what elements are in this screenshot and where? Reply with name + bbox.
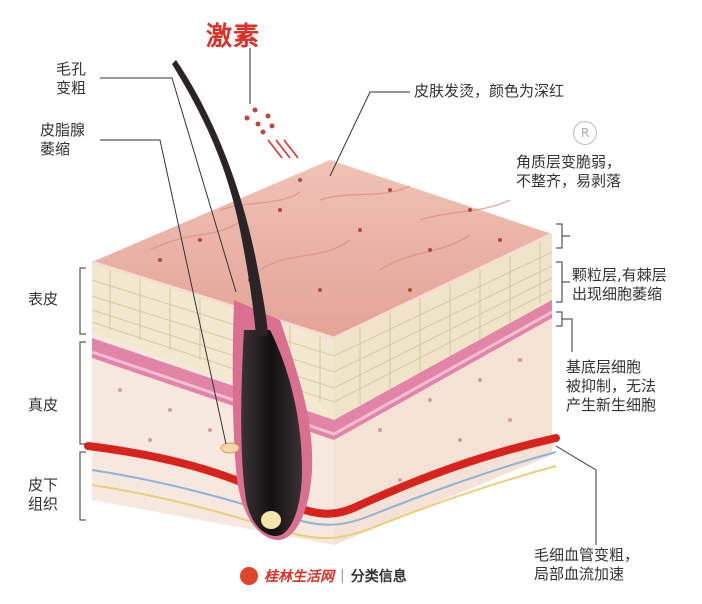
label-capillary: 毛细血管变粗， 局部血流加速 <box>534 546 640 583</box>
hair-bulb <box>241 330 302 536</box>
dermal-papilla <box>261 511 281 529</box>
label-sebaceous: 皮脂腺 萎缩 <box>40 121 86 158</box>
hair-shaft <box>172 60 268 336</box>
label-skin-hot: 皮肤发烫，颜色为深红 <box>414 82 565 100</box>
blood-vessel <box>84 434 560 518</box>
label-pore: 毛孔 变粗 <box>56 60 87 97</box>
label-granular: 颗粒层,有棘层 出现细胞萎缩 <box>572 266 667 303</box>
hormone-title: 激素 <box>206 22 261 52</box>
basal-band <box>92 300 552 440</box>
registered-mark: R <box>573 121 597 145</box>
watermark-category: 分类信息 <box>350 569 407 585</box>
sebaceous-gland <box>220 442 240 454</box>
label-epidermis: 表皮 <box>28 290 59 308</box>
label-stratum-corneum: 角质层变脆弱， 不整齐，易剥落 <box>516 153 622 190</box>
skin-surface <box>92 160 552 338</box>
watermark-site: 桂林生活网 <box>264 569 334 585</box>
label-subcutaneous: 皮下 组织 <box>28 476 59 513</box>
watermark-bar: 桂林生活网 | 分类信息 <box>240 563 407 589</box>
site-logo-icon <box>240 567 258 585</box>
label-basal: 基底层细胞 被抑制，无法 产生新生细胞 <box>566 358 657 414</box>
watermark-separator: | <box>340 568 345 584</box>
label-dermis: 真皮 <box>28 396 59 414</box>
